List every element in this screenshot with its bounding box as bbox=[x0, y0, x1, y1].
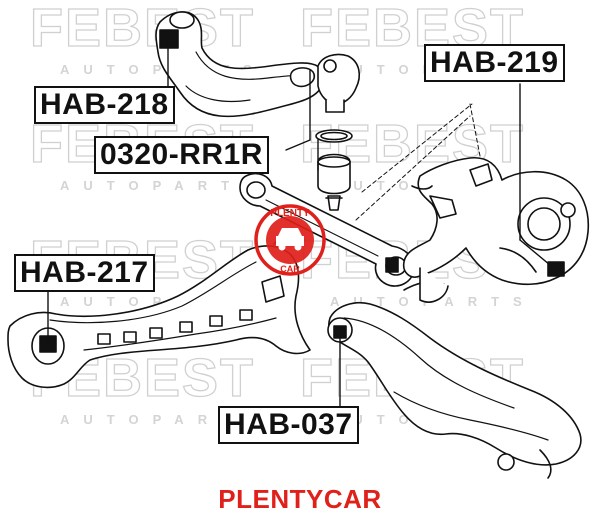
label-hab-037: HAB-037 bbox=[218, 406, 359, 444]
bushing-mark-hab-219 bbox=[547, 261, 565, 277]
assembly-line bbox=[355, 115, 471, 221]
stamp-ring-outer bbox=[254, 204, 326, 276]
assembly-lines bbox=[355, 103, 481, 221]
car-icon bbox=[276, 228, 304, 246]
lateral-link bbox=[239, 172, 415, 287]
bushing-mark-hab-218 bbox=[159, 29, 179, 49]
watermark-tagline: AUTOPARTS bbox=[60, 178, 266, 193]
stamp-bottom-text: CAR bbox=[280, 264, 300, 274]
label-0320-rr1r: 0320-RR1R bbox=[94, 136, 269, 174]
steering-knuckle bbox=[402, 156, 590, 303]
lower-control-arm bbox=[327, 302, 582, 479]
watermark-brand: FEBEST bbox=[30, 0, 255, 58]
stamp-top-text: PLENTY bbox=[270, 208, 310, 219]
leader-lines bbox=[47, 45, 557, 407]
assembly-line bbox=[469, 103, 481, 157]
watermark-row-1: FEBEST FEBEST AUTOPARTS AUTOPARTS bbox=[29, 0, 523, 77]
bushing-mark-hab-037 bbox=[333, 325, 347, 339]
parts-drawing bbox=[7, 11, 590, 479]
label-hab-218: HAB-218 bbox=[34, 86, 175, 124]
leader-hab-219-b bbox=[519, 239, 557, 271]
car-wheel-icon bbox=[278, 243, 286, 251]
ball-joint-0320 bbox=[315, 53, 361, 211]
label-hab-219: HAB-219 bbox=[424, 44, 565, 82]
plentycar-stamp: PLENTY CAR bbox=[254, 204, 326, 276]
leader-0320-b bbox=[285, 139, 311, 151]
label-hab-217: HAB-217 bbox=[14, 254, 155, 292]
lower-trailing-arm bbox=[7, 234, 311, 389]
arm-bolt-head bbox=[169, 11, 195, 29]
car-wheel-icon bbox=[294, 243, 302, 251]
watermark-tagline: AUTOPARTS bbox=[60, 412, 266, 427]
assembly-line bbox=[361, 103, 473, 193]
footer-brand: PLENTYCAR bbox=[218, 484, 382, 514]
